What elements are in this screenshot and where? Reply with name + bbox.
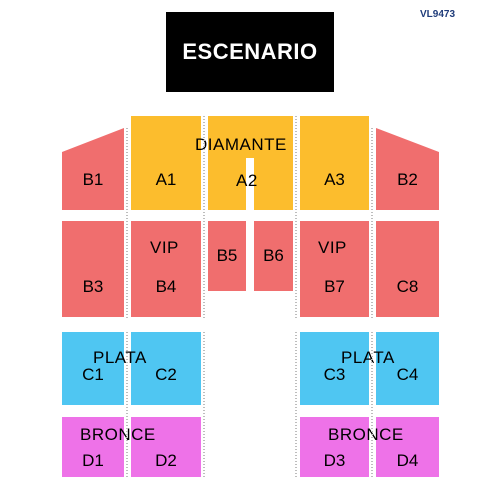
section-b5[interactable]: B5 [208, 221, 246, 291]
section-b3[interactable]: B3 [62, 221, 124, 317]
map-code: VL9473 [420, 9, 456, 20]
row-markers [126, 128, 128, 318]
section-a1[interactable]: A1 [131, 116, 201, 210]
section-a3[interactable]: A3 [300, 116, 369, 210]
zone-diamante-label: DIAMANTE [195, 135, 287, 154]
row-markers [295, 116, 297, 318]
zone-vip-right-label: VIP [318, 238, 347, 257]
section-a2-top[interactable] [208, 116, 293, 158]
row-markers [203, 116, 205, 318]
section-b1[interactable]: B1 [82, 170, 104, 189]
section-c3[interactable]: C3 [300, 332, 369, 405]
section-d2[interactable]: D2 [131, 417, 201, 477]
section-c4[interactable]: C4 [376, 332, 439, 405]
section-b2-shape[interactable] [376, 128, 439, 210]
section-d1[interactable]: D1 [62, 417, 124, 477]
row-markers [203, 332, 205, 477]
section-b7[interactable]: B7 [300, 221, 369, 317]
section-a2-left[interactable] [208, 158, 246, 210]
section-d3[interactable]: D3 [300, 417, 369, 477]
section-d4[interactable]: D4 [376, 417, 439, 477]
diamante-gap [246, 158, 254, 210]
section-b6[interactable]: B6 [254, 221, 293, 291]
zone-plata-left-label: PLATA [93, 348, 147, 367]
row-markers [126, 332, 128, 477]
section-a2-label: A2 [236, 171, 258, 190]
zone-vip-left-label: VIP [150, 238, 179, 257]
section-c1[interactable]: C1 [62, 332, 124, 405]
section-c8[interactable]: C8 [376, 221, 439, 317]
section-c2[interactable]: C2 [131, 332, 201, 405]
zone-plata-right-label: PLATA [341, 348, 395, 367]
row-markers [371, 332, 373, 477]
zone-bronce-right-label: BRONCE [328, 425, 404, 444]
section-b4[interactable]: B4 [131, 221, 201, 317]
section-b1-shape[interactable] [62, 128, 124, 210]
section-a2-right[interactable] [254, 158, 293, 210]
stage: ESCENARIO [166, 12, 334, 92]
zone-bronce-left-label: BRONCE [80, 425, 156, 444]
row-markers [295, 332, 297, 477]
row-markers [371, 128, 373, 318]
section-b2[interactable]: B2 [397, 170, 418, 189]
